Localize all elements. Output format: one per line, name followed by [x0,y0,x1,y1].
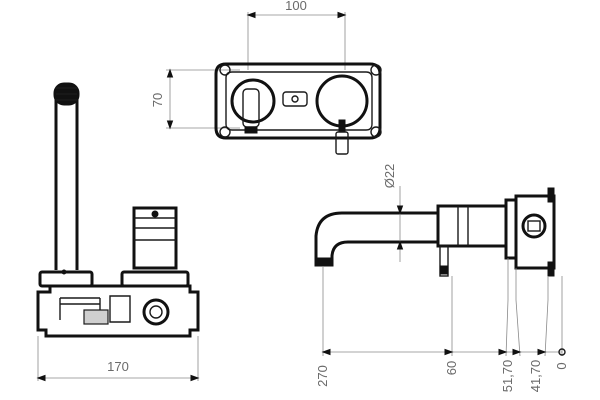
dim-label-41-70: 41,70 [528,360,543,393]
dimension-diameter: Ø22 [382,164,404,262]
dim-label-60: 60 [444,361,459,375]
side-view: Ø22 270 60 51,70 41,70 0 [314,164,569,393]
dim-label-170: 170 [107,359,129,374]
dim-label-diameter: Ø22 [382,164,397,189]
dim-label-0: 0 [554,362,569,369]
dim-label-270: 270 [315,365,330,387]
dim-label-51-70: 51,70 [500,360,515,393]
dimension-width-front: 170 [36,336,200,382]
dim-label-70: 70 [150,93,165,107]
dim-label-100: 100 [285,0,307,13]
dimension-width-top: 100 [246,0,347,70]
front-view: 170 [36,82,200,382]
dimension-height-top: 70 [150,68,240,130]
top-view: 100 70 [150,0,382,155]
